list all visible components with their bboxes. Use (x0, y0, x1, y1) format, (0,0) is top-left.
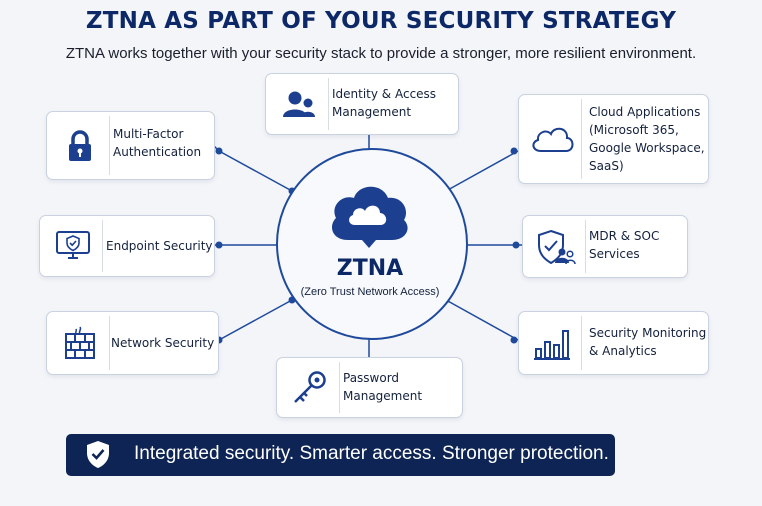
node-dot (512, 241, 520, 249)
bar-chart-icon (534, 330, 570, 360)
connector-mfa (218, 150, 293, 192)
ztna-hub (276, 148, 468, 340)
cloud-icon (332, 186, 408, 248)
card-label: MDR & SOC Services (589, 229, 660, 261)
card-endpoint-security: Endpoint Security (39, 215, 215, 277)
card-label: Multi-Factor Authentication (113, 127, 202, 159)
card-icon-container (527, 220, 586, 273)
key-icon (294, 370, 326, 403)
card-icon-container (281, 362, 340, 413)
card-label: Password Management (343, 371, 423, 403)
firewall-icon (65, 326, 95, 359)
banner-text: Integrated security. Smarter access. Str… (134, 443, 609, 464)
card-multi-factor-auth: Multi-Factor Authentication (46, 111, 215, 180)
page-subtitle: ZTNA works together with your security s… (65, 45, 697, 62)
card-label: Cloud Applications (Microsoft 365, Googl… (589, 105, 705, 173)
card-label: Security Monitoring & Analytics (589, 326, 707, 358)
card-icon-container (523, 316, 582, 370)
card-icon-container (51, 316, 110, 370)
card-icon-container (44, 220, 103, 272)
hub-subtitle: (Zero Trust Network Access) (300, 286, 440, 298)
page-title: ZTNA AS PART OF YOUR SECURITY STRATEGY (85, 8, 677, 34)
node-dot (215, 147, 223, 155)
card-icon-container (523, 99, 582, 179)
connector-network (218, 299, 293, 341)
card-label: Identity & Access Management (332, 87, 437, 119)
tagline-banner (66, 434, 615, 476)
connector-monitoring (445, 299, 519, 341)
monitor-shield-icon (56, 231, 90, 259)
card-identity-access: Identity & Access Management (265, 73, 459, 135)
node-dot (215, 241, 223, 249)
connector-cloud (445, 150, 519, 192)
padlock-icon (69, 129, 91, 161)
card-network-security: Network Security (46, 311, 219, 375)
card-security-monitoring: Security Monitoring & Analytics (518, 311, 709, 375)
card-icon-container (51, 116, 110, 175)
card-password-management: Password Management (276, 357, 463, 418)
cloud-outline-icon (532, 127, 574, 152)
card-label: Network Security (111, 336, 215, 350)
users-icon (283, 91, 315, 117)
card-label: Endpoint Security (106, 239, 213, 253)
hub-title: ZTNA (336, 256, 404, 281)
node-dot (510, 336, 518, 344)
shield-team-icon (538, 229, 576, 264)
card-mdr-soc: MDR & SOC Services (522, 215, 688, 278)
card-cloud-applications: Cloud Applications (Microsoft 365, Googl… (518, 94, 709, 184)
shield-check-icon (87, 441, 109, 468)
node-dot (510, 147, 518, 155)
card-icon-container (270, 78, 329, 130)
